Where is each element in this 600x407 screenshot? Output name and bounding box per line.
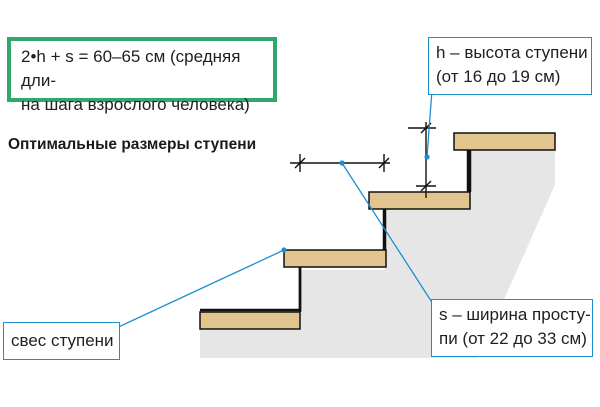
leader-line-h (426, 89, 433, 158)
tread-board-middle (283, 249, 387, 268)
tread-board-upper (368, 191, 471, 210)
callout-nosing: свес ступени (3, 322, 120, 360)
callout-h-line-1: h – высота ступени (436, 43, 588, 62)
leader-line-s (341, 162, 436, 308)
callout-tread-width: s – ширина просту- пи (от 22 до 33 см) (431, 299, 593, 357)
tread-board-top (453, 132, 556, 151)
formula-line-1: 2•h + s = 60–65 см (средняя дли- (21, 47, 241, 90)
formula-line-2: на шага взрослого человека) (21, 95, 250, 114)
callout-s-line-2: пи (от 22 до 33 см) (439, 329, 587, 348)
leader-dot-svec (281, 247, 287, 253)
leader-line-svec (111, 249, 285, 331)
callout-s-line-1: s – ширина просту- (439, 305, 591, 324)
callout-h-line-2: (от 16 до 19 см) (436, 67, 561, 86)
leader-lines (111, 89, 436, 331)
callout-svec-label: свес ступени (11, 331, 114, 350)
riser-height-dimension (408, 122, 436, 198)
leader-dot-h (424, 154, 430, 160)
diagram-title: Оптимальные размеры ступени (8, 136, 257, 153)
leader-dot-s (339, 160, 345, 166)
formula-box: 2•h + s = 60–65 см (средняя дли- на шага… (7, 37, 277, 114)
callout-step-height: h – высота ступени (от 16 до 19 см) (428, 37, 592, 95)
tread-board-lower (199, 311, 301, 330)
